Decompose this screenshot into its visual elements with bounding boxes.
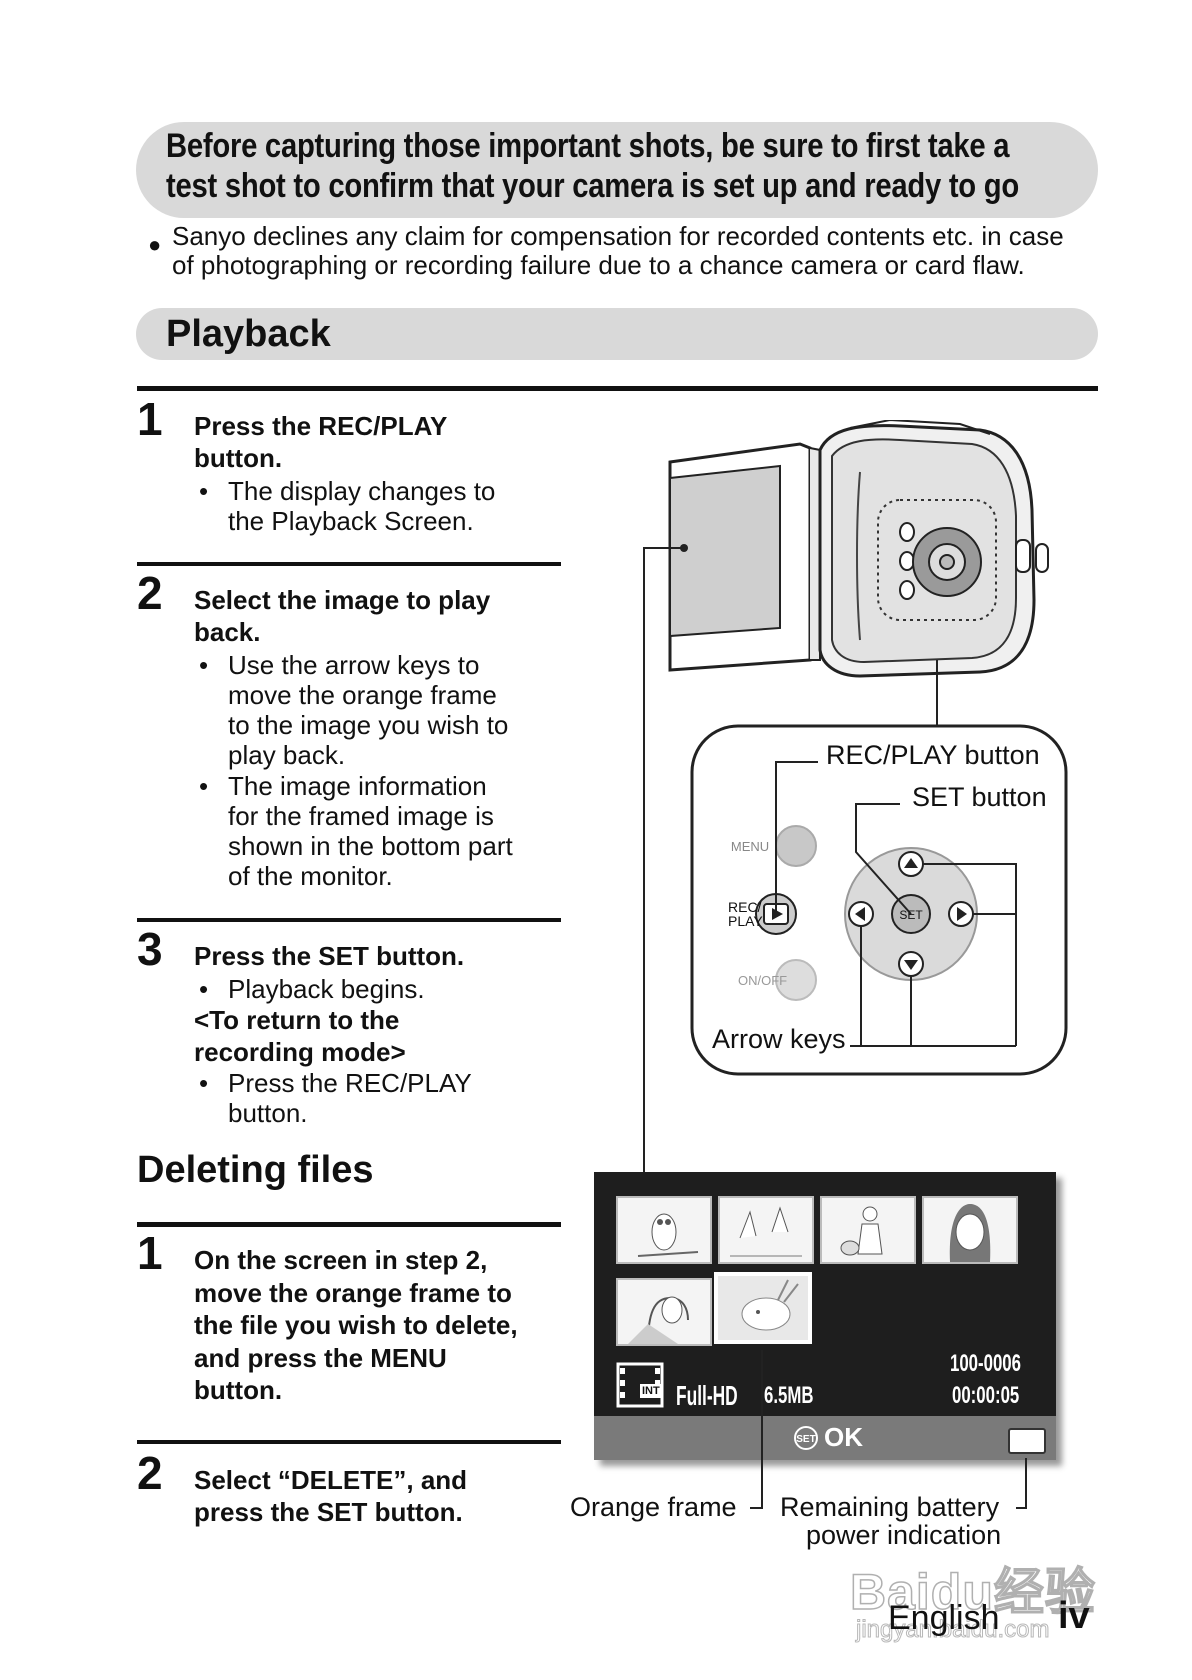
step-divider [137, 1440, 561, 1444]
warning-banner [136, 122, 1098, 218]
camera-illustration [668, 420, 1049, 725]
int-badge: INT [640, 1384, 662, 1398]
disclaimer-line1: Sanyo declines any claim for compensatio… [172, 221, 1064, 251]
warning-title-line1: Before capturing those important shots, … [166, 127, 1010, 165]
onoff-key-label: ON/OFF [738, 973, 787, 988]
set-icon: SET [794, 1426, 818, 1450]
bullet-icon: • [199, 650, 209, 680]
lcd-leader-line [643, 544, 688, 1180]
bullet-icon: • [199, 1068, 209, 1098]
orange-frame-thumbnail [714, 1272, 812, 1344]
section-rule [137, 386, 1098, 391]
disclaimer-note: Sanyo declines any claim for compensatio… [172, 222, 1102, 280]
quality-text: Full-HD [676, 1380, 738, 1411]
bullet-icon: ● [148, 232, 162, 257]
step-heading: Press the SET button. [194, 941, 465, 971]
step-bullet: The display changes to the Playback Scre… [228, 476, 496, 536]
ok-label: OK [824, 1422, 863, 1452]
rec-key-label-line1: REC/ [728, 899, 762, 915]
bullet-icon: • [199, 476, 209, 506]
step-bullet: The image information for the framed ima… [228, 771, 513, 891]
screen-leader-lines [750, 1350, 1027, 1509]
footer-language: English [888, 1599, 1000, 1637]
step-bullet: Press the REC/PLAY button. [228, 1068, 472, 1128]
playback-screen: INT Full-HD 6.5MB 100-0006 00:00:05 SET … [594, 1172, 1056, 1460]
step-number: 1 [137, 393, 163, 445]
playback-title: Playback [166, 313, 331, 355]
watermark-url: jingyan.baidu.com [855, 1616, 1050, 1644]
file-number-text: 100-0006 [950, 1350, 1022, 1377]
watermark-logo: Baidu经验 [849, 1563, 1096, 1621]
rec-play-button-label: REC/PLAY button [826, 740, 1040, 770]
arrow-keys-label: Arrow keys [712, 1024, 846, 1054]
step-divider [137, 562, 561, 566]
time-text: 00:00:05 [952, 1382, 1020, 1409]
thumbnail-portrait [922, 1196, 1018, 1264]
battery-icon [1008, 1428, 1046, 1454]
battery-label-line2: power indication [806, 1520, 1002, 1550]
section-rule [137, 1222, 561, 1227]
page-number: iv [1058, 1595, 1090, 1637]
step-number: 2 [137, 1447, 163, 1499]
bullet-icon: • [199, 974, 209, 1004]
step-bullet: Use the arrow keys to move the orange fr… [228, 650, 509, 770]
thumbnail-birds [718, 1196, 814, 1264]
orange-frame-label: Orange frame [570, 1492, 737, 1522]
menu-key-label: MENU [731, 839, 769, 854]
step-number: 2 [137, 567, 163, 619]
file-size-text: 6.5MB [764, 1382, 814, 1409]
step-heading: Press the REC/PLAY button. [194, 411, 448, 473]
thumbnail-girl-dog [820, 1196, 916, 1264]
step-number: 1 [137, 1227, 163, 1279]
step-number: 3 [137, 923, 163, 975]
step-heading: Select “DELETE”, and press the SET butto… [194, 1465, 468, 1527]
step-bullet: Playback begins. [228, 974, 425, 1004]
thumbnail-woman [616, 1278, 712, 1346]
set-key-label: SET [899, 908, 923, 922]
deleting-title: Deleting files [137, 1149, 374, 1191]
bullet-icon: • [199, 771, 209, 801]
playback-banner [136, 308, 1098, 360]
battery-label-line1: Remaining battery [780, 1492, 1000, 1522]
disclaimer-line2: of photographing or recording failure du… [172, 250, 1025, 280]
warning-title-line2: test shot to confirm that your camera is… [166, 167, 1019, 205]
rec-key-label-line2: PLAY [728, 913, 763, 929]
thumbnail-owl [616, 1196, 712, 1264]
step-divider [137, 918, 561, 922]
movie-icon [616, 1360, 664, 1412]
set-button-label: SET button [912, 782, 1047, 812]
screen-bottom-bar: SET OK [594, 1416, 1056, 1460]
step-subheading: <To return to the recording mode> [194, 1005, 406, 1067]
step-heading: Select the image to play back. [194, 585, 491, 647]
step-heading: On the screen in step 2, move the orange… [194, 1245, 518, 1405]
button-diagram: MENU REC/ PLAY ON/OFF SET [690, 724, 1068, 1076]
